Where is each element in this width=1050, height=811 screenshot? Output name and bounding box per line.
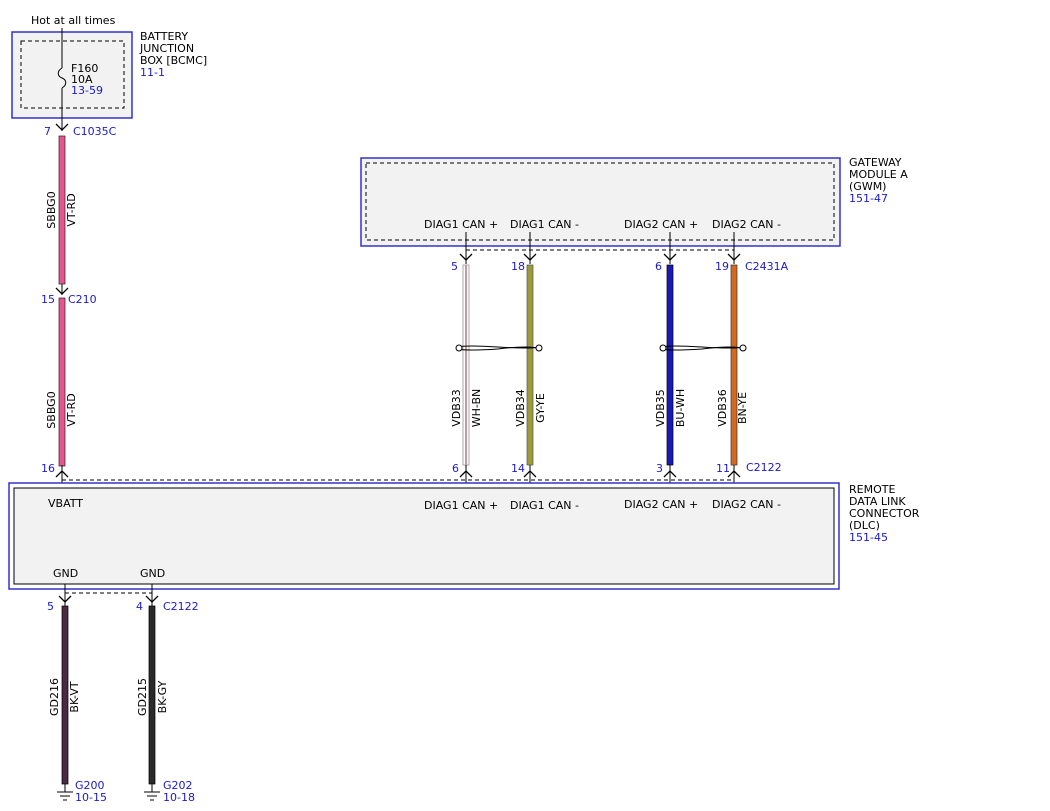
dlc-pin-label-diag1-can-minus: DIAG1 CAN - (510, 499, 579, 512)
dlc-gnd-label-2: GND (140, 567, 165, 580)
vdb35-color: BU-WH (674, 389, 687, 427)
vdb36-color: BN-YE (736, 392, 749, 424)
gateway-module-inner (365, 162, 835, 241)
gd215-wire (148, 605, 156, 785)
sbbg0-upper-color: VT-RD (65, 193, 78, 226)
gwm-name-line-2: MODULE A (849, 168, 908, 181)
ground-symbol-g202 (144, 784, 160, 801)
battery-junction-box-inner (20, 40, 125, 109)
sbbg0-upper-circuit: SBBG0 (45, 191, 58, 228)
dlc-name-line-4: (DLC) (849, 519, 880, 532)
vdb36-circuit: VDB36 (716, 389, 729, 427)
g200-ground-label[interactable]: G200 (75, 779, 105, 792)
battery-junction-box (11, 31, 133, 119)
gwm-pin-arrow-4 (727, 253, 741, 261)
gwm-pin-arrow-3 (663, 253, 677, 261)
gwm-ref[interactable]: 151-47 (849, 192, 888, 205)
twisted-pair-2-end-left (659, 344, 667, 352)
vdb34-wire (526, 264, 534, 466)
dlc-pin-number-1: 6 (452, 462, 459, 475)
twisted-pair-1-end-right (535, 344, 543, 352)
sbbg0-lower-circuit: SBBG0 (45, 391, 58, 428)
g202-ref[interactable]: 10-18 (163, 791, 195, 804)
c210-connector-label[interactable]: C210 (68, 293, 97, 306)
c2431a-connector-label[interactable]: C2431A (745, 260, 789, 273)
bjb-name-line-2: JUNCTION (139, 42, 194, 55)
gnd-arrow-1 (58, 595, 72, 603)
gwm-pin-arrow-2 (523, 253, 537, 261)
dlc-ref[interactable]: 151-45 (849, 531, 888, 544)
dlc-pin-label-diag2-can-plus: DIAG2 CAN + (624, 498, 698, 511)
ground-symbol-g200 (57, 784, 73, 801)
g200-ref[interactable]: 10-15 (75, 791, 107, 804)
gnd-pin-number-1: 5 (47, 600, 54, 613)
vdb33-color: WH-BN (470, 389, 483, 428)
hot-at-all-times-label: Hot at all times (31, 14, 116, 27)
dlc-pin-number-2: 14 (511, 462, 525, 475)
gnd-pin-number-2: 4 (136, 600, 143, 613)
dlc-gnd-label-1: GND (53, 567, 78, 580)
dlc-vbatt-arrow (55, 470, 69, 478)
dlc-vbatt-label: VBATT (48, 497, 83, 510)
dlc-name-line-1: REMOTE (849, 483, 895, 496)
vdb34-color: GY-YE (534, 393, 547, 423)
twisted-pair-1-curve-b (456, 346, 542, 351)
c1035c-pin-arrow (55, 123, 69, 131)
gnd-arrow-2 (145, 595, 159, 603)
dlc-name-line-2: DATA LINK (849, 495, 906, 508)
gwm-pin-number-3: 6 (655, 260, 662, 273)
dlc-pin-label-diag2-can-minus: DIAG2 CAN - (712, 498, 781, 511)
dlc-pin-arrow-3 (663, 470, 677, 478)
gwm-pin-number-1: 5 (451, 260, 458, 273)
twisted-pair-2-end-right (739, 344, 747, 352)
c210-pin-arrow (55, 287, 69, 295)
gwm-pin-label-diag2-can-minus: DIAG2 CAN - (712, 218, 781, 231)
sbbg0-lower-color: VT-RD (65, 393, 78, 426)
bjb-name-line-3: BOX [BCMC] (140, 54, 207, 67)
vdb35-wire (666, 264, 674, 466)
gd215-circuit: GD215 (136, 678, 149, 716)
dlc-pin-arrow-2 (523, 470, 537, 478)
twisted-pair-1-end-left (455, 344, 463, 352)
dlc-pin-label-diag1-can-plus: DIAG1 CAN + (424, 499, 498, 512)
gwm-pin-number-2: 18 (511, 260, 525, 273)
sbbg0-lower-wire (58, 297, 66, 467)
gd216-circuit: GD216 (48, 678, 61, 716)
vdb33-circuit: VDB33 (450, 389, 463, 427)
dlc-pin-arrow-1 (459, 470, 473, 478)
c1035c-connector-label[interactable]: C1035C (73, 125, 117, 138)
dlc-pin-number-4: 11 (716, 462, 730, 475)
c1035c-pin-number: 7 (44, 125, 51, 138)
gwm-pin-label-diag2-can-plus: DIAG2 CAN + (624, 218, 698, 231)
gateway-module-box (360, 157, 841, 247)
bjb-name-line-1: BATTERY (140, 30, 188, 43)
vdb36-wire (730, 264, 738, 466)
gnd-connector-label[interactable]: C2122 (163, 600, 199, 613)
dlc-name-line-3: CONNECTOR (849, 507, 920, 520)
dlc-box-inner (13, 487, 835, 585)
bjb-ref[interactable]: 11-1 (140, 66, 165, 79)
vdb34-circuit: VDB34 (514, 389, 527, 427)
gwm-pin-arrow-1 (459, 253, 473, 261)
dlc-vbatt-pin-number: 16 (41, 462, 55, 475)
fuse-rating: 10A (71, 73, 93, 86)
gwm-pin-number-4: 19 (715, 260, 729, 273)
gwm-name-line-1: GATEWAY (849, 156, 902, 169)
fuse-symbol (57, 67, 67, 89)
dlc-pin-arrow-4 (727, 470, 741, 478)
c2122-connector-label[interactable]: C2122 (746, 461, 782, 474)
vdb35-circuit: VDB35 (654, 389, 667, 427)
dlc-pin-number-3: 3 (656, 462, 663, 475)
gd215-color: BK-GY (156, 680, 169, 713)
fuse-name: F160 (71, 62, 98, 75)
gwm-name-line-3: (GWM) (849, 180, 886, 193)
gwm-pin-label-diag1-can-minus: DIAG1 CAN - (510, 218, 579, 231)
g202-ground-label[interactable]: G202 (163, 779, 193, 792)
c210-pin-number: 15 (41, 293, 55, 306)
fuse-ref[interactable]: 13-59 (71, 84, 103, 97)
twisted-pair-2-curve-b (660, 346, 746, 351)
gd216-color: BK-VT (68, 681, 81, 712)
gwm-pin-label-diag1-can-plus: DIAG1 CAN + (424, 218, 498, 231)
